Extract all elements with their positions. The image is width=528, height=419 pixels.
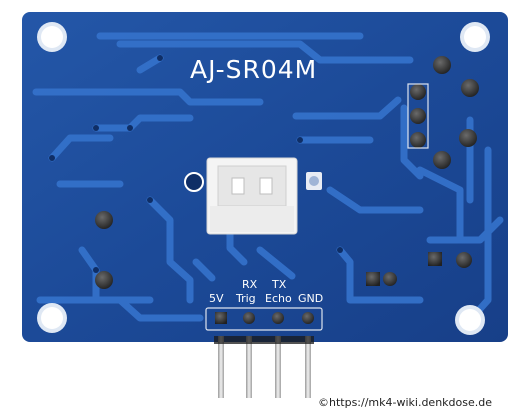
- solder-pads: [95, 56, 479, 289]
- mounting-holes: [37, 22, 490, 335]
- via-hole: [184, 172, 204, 192]
- pin-label-trig: Trig: [235, 292, 256, 305]
- label-rx: RX: [242, 278, 258, 291]
- label-tx: TX: [271, 278, 287, 291]
- jst-connector: [206, 157, 298, 235]
- pcb-traces: [32, 32, 504, 324]
- pin-label-gnd: GND: [298, 292, 323, 305]
- watermark: ©https://mk4-wiki.denkdose.de: [317, 396, 492, 409]
- pin-label-echo: Echo: [265, 292, 292, 305]
- header-pads: [215, 312, 314, 324]
- pcb-vias: [49, 55, 343, 273]
- header-pins: [214, 336, 314, 398]
- led-lens: [309, 176, 319, 186]
- board-title: AJ-SR04M: [190, 55, 317, 84]
- silkscreen-outlines: [205, 83, 429, 331]
- pin-label-5v: 5V: [209, 292, 224, 305]
